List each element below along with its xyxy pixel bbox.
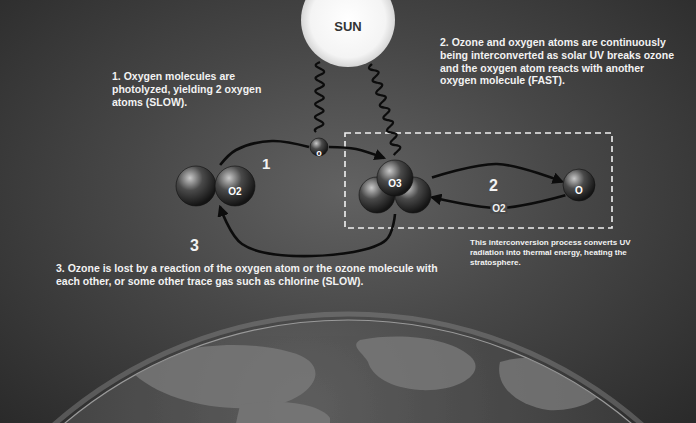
oxygen-atom: O (562, 168, 596, 202)
atom-sphere (377, 160, 413, 196)
atom-sphere (176, 166, 216, 206)
continent (130, 345, 315, 408)
callout-number: 3 (190, 236, 199, 256)
oxygen-molecule-shape (175, 165, 257, 207)
reaction-arrow (220, 207, 395, 256)
interconversion-box (345, 133, 612, 228)
node-label: O3 (388, 178, 401, 189)
node-label: SUN (334, 20, 361, 34)
ozone-molecule: O3 (358, 158, 432, 214)
step-note: 1. Oxygen molecules are photolyzed, yiel… (112, 70, 264, 108)
oxygen-atom: o (309, 137, 329, 157)
earth-continents (130, 337, 603, 423)
sun-circle (301, 0, 395, 67)
earth-globe (0, 320, 696, 423)
atom-sphere (563, 169, 595, 201)
continent (499, 358, 602, 410)
step-note: 2. Ozone and oxygen atoms are continuous… (440, 36, 678, 87)
continent (236, 402, 330, 423)
uv-ray (369, 64, 400, 155)
node-label: O2 (228, 186, 241, 197)
node-label: o (316, 149, 322, 159)
reaction-arrow (329, 147, 384, 158)
node-label: O (575, 185, 583, 196)
sun-disc: SUN (300, 0, 396, 68)
continent (356, 337, 475, 391)
edge-label: O2 (490, 203, 507, 214)
callout-number: 2 (489, 176, 498, 196)
uv-ray (315, 62, 324, 132)
atom-sphere (215, 166, 255, 206)
callout-number: 1 (262, 155, 270, 173)
oxygen-molecule: O2 (175, 165, 257, 207)
uv-rays (315, 62, 401, 155)
atmosphere-glow (0, 314, 696, 423)
step-note: 3. Ozone is lost by a reaction of the ox… (56, 262, 460, 288)
side-note: This interconversion process converts UV… (470, 238, 650, 267)
sun-disc-shape (300, 0, 396, 68)
